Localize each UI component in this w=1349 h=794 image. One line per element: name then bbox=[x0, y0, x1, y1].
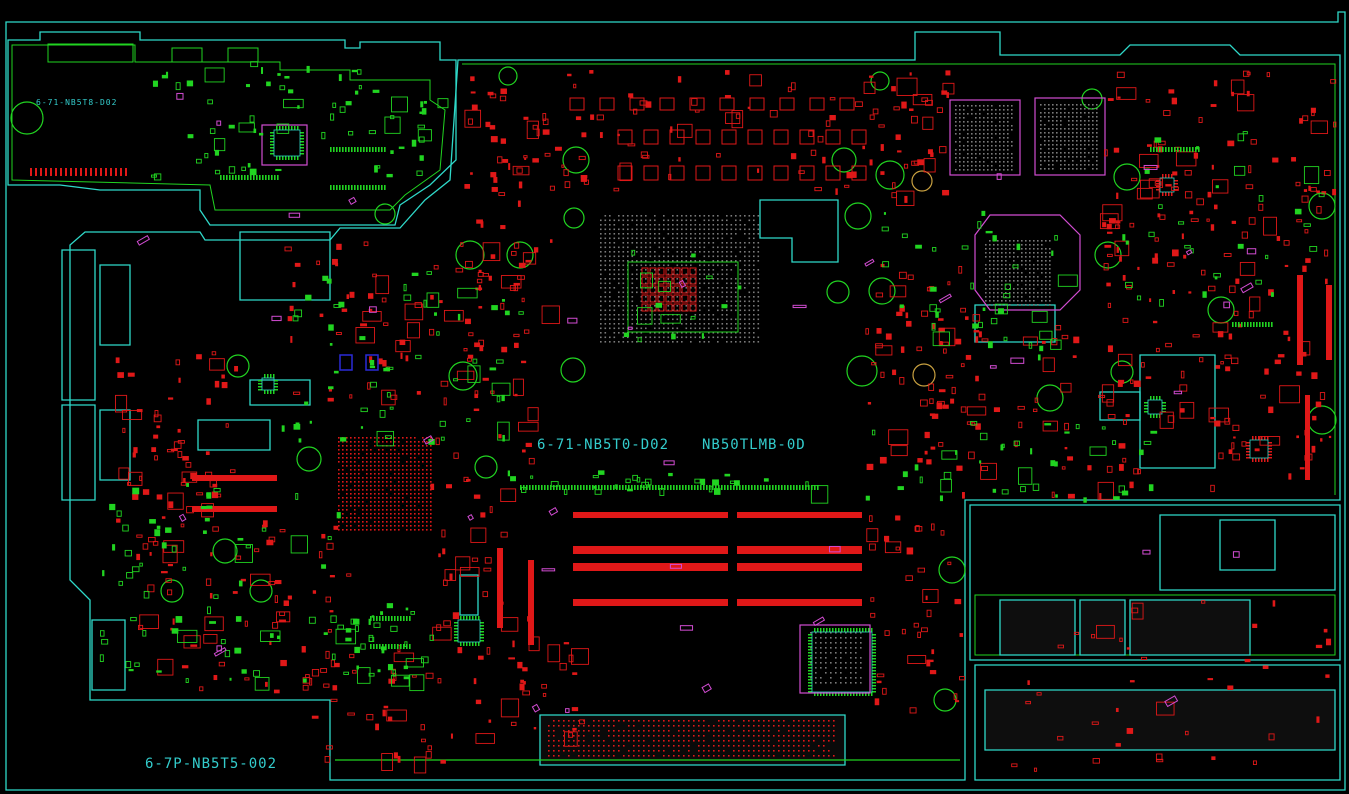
passive-component-group bbox=[881, 210, 1078, 361]
left-daughter-label: 6-7P-NB5T5-002 bbox=[145, 756, 277, 772]
regulator-pads bbox=[569, 97, 867, 181]
qfp-chip bbox=[1246, 436, 1272, 462]
passive-component-group bbox=[1101, 263, 1332, 493]
bga-dot-field bbox=[955, 105, 1013, 171]
passive-component-group bbox=[464, 70, 900, 195]
passive-component-group bbox=[470, 113, 560, 325]
mounting-hole bbox=[506, 241, 534, 269]
mounting-hole bbox=[249, 579, 273, 603]
passive-component-group bbox=[1011, 600, 1332, 772]
mounting-hole bbox=[933, 688, 957, 712]
qfp-chip bbox=[258, 374, 278, 394]
passive-component-group bbox=[1122, 131, 1325, 307]
qfp-chip bbox=[808, 628, 876, 696]
passive-component-group bbox=[865, 263, 986, 471]
mounting-hole bbox=[938, 556, 966, 584]
passive-component-group bbox=[865, 420, 1158, 503]
mounting-hole bbox=[868, 277, 896, 305]
mounting-hole bbox=[226, 354, 250, 378]
magenta-parts bbox=[136, 92, 1257, 713]
mounting-hole bbox=[911, 170, 933, 192]
mounting-hole bbox=[826, 280, 850, 304]
passive-component-group bbox=[302, 644, 463, 774]
passive-component-group bbox=[507, 470, 829, 504]
qfp-chip bbox=[454, 616, 484, 646]
mounting-hole bbox=[374, 203, 396, 225]
qfp-chips bbox=[258, 126, 1272, 696]
passive-component-group bbox=[99, 483, 352, 691]
top-left-daughter-label: 6-71-NB5T8-D02 bbox=[36, 98, 117, 107]
passive-component-group bbox=[115, 351, 239, 523]
passive-component-group bbox=[880, 70, 955, 206]
passive-component-group bbox=[1099, 70, 1337, 276]
top-connector bbox=[30, 43, 259, 176]
dimm-slots bbox=[192, 275, 1332, 645]
passive-component-group bbox=[430, 407, 540, 652]
passive-component-group bbox=[281, 271, 524, 447]
passive-component-group bbox=[866, 515, 965, 714]
mounting-hole bbox=[455, 240, 485, 270]
cpu-socket bbox=[627, 261, 739, 333]
passive-component-group bbox=[151, 61, 449, 181]
mounting-hole bbox=[1113, 163, 1141, 191]
bga-dot-field bbox=[985, 240, 1051, 306]
mounting-hole bbox=[160, 579, 184, 603]
passive-component-group bbox=[284, 241, 537, 406]
mounting-hole bbox=[912, 363, 936, 387]
passive-component-group bbox=[330, 603, 435, 692]
mounting-hole bbox=[870, 71, 890, 91]
mounting-hole bbox=[831, 147, 857, 173]
mounting-hole bbox=[296, 446, 322, 472]
bga-fields bbox=[338, 104, 1098, 757]
mounting-hole bbox=[1207, 296, 1235, 324]
mounting-hole bbox=[875, 160, 905, 190]
bga-dot-field bbox=[600, 215, 760, 343]
bga-dot-field bbox=[548, 720, 835, 757]
mounting-hole bbox=[448, 361, 478, 391]
mounting-hole bbox=[10, 101, 44, 135]
qfp-chip bbox=[1144, 396, 1166, 418]
mounting-hole bbox=[498, 66, 518, 86]
mounting-hole bbox=[844, 202, 872, 230]
mounting-hole bbox=[1110, 360, 1134, 384]
mounting-hole bbox=[846, 355, 878, 387]
passive-component-group bbox=[900, 325, 1133, 500]
board-outlines bbox=[5, 11, 1346, 791]
bga-dot-field bbox=[810, 632, 862, 684]
blue-pads bbox=[339, 354, 379, 371]
magenta-outlines bbox=[261, 97, 1106, 694]
bga-dot-field bbox=[1040, 104, 1098, 170]
mounting-hole bbox=[562, 146, 590, 174]
passive-component-group bbox=[136, 520, 355, 694]
bga-dot-field bbox=[338, 437, 432, 531]
mounting-hole bbox=[1081, 88, 1103, 110]
main-board-label: 6-71-NB5T0-D02 bbox=[537, 437, 669, 453]
model-label: NB50TLMB-0D bbox=[702, 437, 806, 453]
mounting-hole bbox=[474, 455, 498, 479]
mounting-hole bbox=[212, 538, 238, 564]
passive-component-group bbox=[473, 640, 589, 747]
passive-component-group bbox=[623, 249, 742, 343]
components bbox=[30, 43, 1337, 774]
connector-strips bbox=[220, 147, 1273, 649]
mounting-hole bbox=[560, 357, 586, 383]
qfp-chip bbox=[270, 126, 304, 160]
mounting-hole bbox=[563, 207, 585, 229]
mounting-hole bbox=[1036, 384, 1064, 412]
cpu-pad-cluster bbox=[641, 267, 697, 312]
